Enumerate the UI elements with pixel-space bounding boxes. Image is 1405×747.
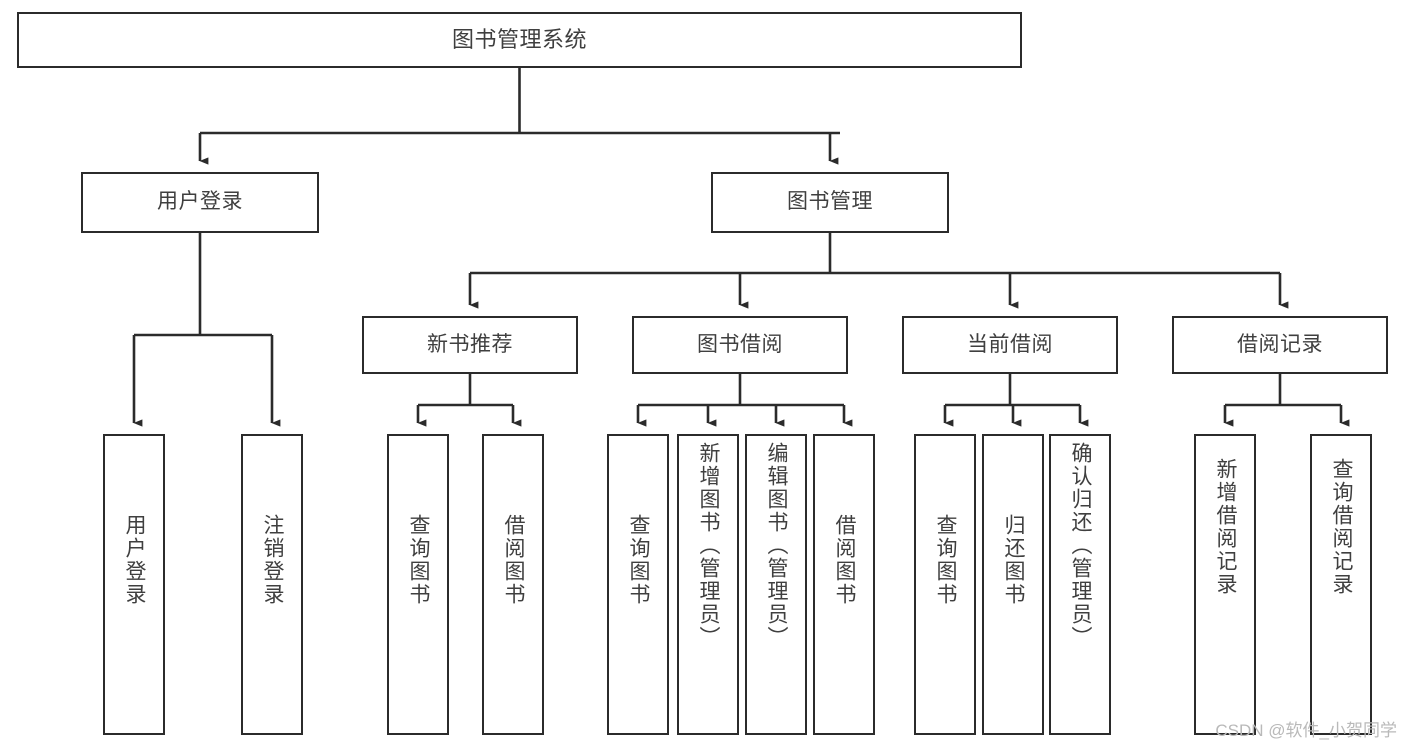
node-borrow-record-label: 借阅记录 (1237, 332, 1323, 356)
node-book-manage[interactable]: 图书管理 (711, 172, 949, 233)
node-leaf-query-book-3[interactable]: 查询图书 (914, 434, 976, 735)
node-leaf-confirm-return[interactable]: 确认归还（管理员） (1049, 434, 1111, 735)
node-leaf-borrow-book-2[interactable]: 借阅图书 (813, 434, 875, 735)
node-leaf-add-book[interactable]: 新增图书（管理员） (677, 434, 739, 735)
node-leaf-query-book-2[interactable]: 查询图书 (607, 434, 669, 735)
node-leaf-query-book-1[interactable]: 查询图书 (387, 434, 449, 735)
node-leaf-borrow-book-2-label: 借阅图书 (833, 514, 857, 606)
node-leaf-edit-book-label: 编辑图书（管理员） (765, 442, 789, 649)
node-user-login-label: 用户登录 (157, 190, 243, 214)
node-leaf-query-record[interactable]: 查询借阅记录 (1310, 434, 1372, 735)
node-current-borrow-label: 当前借阅 (967, 332, 1053, 356)
node-leaf-query-record-label: 查询借阅记录 (1330, 458, 1354, 596)
node-leaf-query-book-1-label: 查询图书 (407, 514, 431, 606)
node-leaf-logout[interactable]: 注销登录 (241, 434, 303, 735)
node-new-book-recommend-label: 新书推荐 (427, 332, 513, 356)
node-leaf-confirm-return-label: 确认归还（管理员） (1069, 442, 1093, 649)
node-leaf-return-book-label: 归还图书 (1002, 514, 1026, 606)
node-leaf-add-record[interactable]: 新增借阅记录 (1194, 434, 1256, 735)
node-leaf-borrow-book-1[interactable]: 借阅图书 (482, 434, 544, 735)
wire-group-root (198, 68, 840, 165)
node-leaf-add-record-label: 新增借阅记录 (1214, 458, 1238, 596)
wire-group-book-manage (468, 233, 1289, 309)
node-root[interactable]: 图书管理系统 (17, 12, 1022, 68)
watermark-text: CSDN @软件_小贺同学 (1215, 721, 1397, 740)
wire-group-new-book-recommend (416, 374, 522, 427)
node-user-login[interactable]: 用户登录 (81, 172, 319, 233)
node-leaf-add-book-label: 新增图书（管理员） (697, 442, 721, 649)
node-book-borrow[interactable]: 图书借阅 (632, 316, 848, 374)
wire-group-current-borrow (943, 374, 1089, 427)
node-current-borrow[interactable]: 当前借阅 (902, 316, 1118, 374)
wire-group-book-borrow (636, 374, 853, 427)
node-leaf-return-book[interactable]: 归还图书 (982, 434, 1044, 735)
wire-group-user-login (132, 233, 281, 427)
node-root-label: 图书管理系统 (451, 27, 587, 53)
node-leaf-query-book-2-label: 查询图书 (627, 514, 651, 606)
node-new-book-recommend[interactable]: 新书推荐 (362, 316, 578, 374)
node-book-manage-label: 图书管理 (787, 190, 873, 214)
node-leaf-query-book-3-label: 查询图书 (934, 514, 958, 606)
node-book-borrow-label: 图书借阅 (697, 332, 783, 356)
wire-group-borrow-record (1223, 374, 1350, 427)
node-leaf-borrow-book-1-label: 借阅图书 (502, 514, 526, 606)
node-leaf-edit-book[interactable]: 编辑图书（管理员） (745, 434, 807, 735)
node-leaf-logout-label: 注销登录 (261, 514, 285, 606)
node-leaf-user-login-label: 用户登录 (123, 514, 147, 606)
node-borrow-record[interactable]: 借阅记录 (1172, 316, 1388, 374)
node-leaf-user-login[interactable]: 用户登录 (103, 434, 165, 735)
